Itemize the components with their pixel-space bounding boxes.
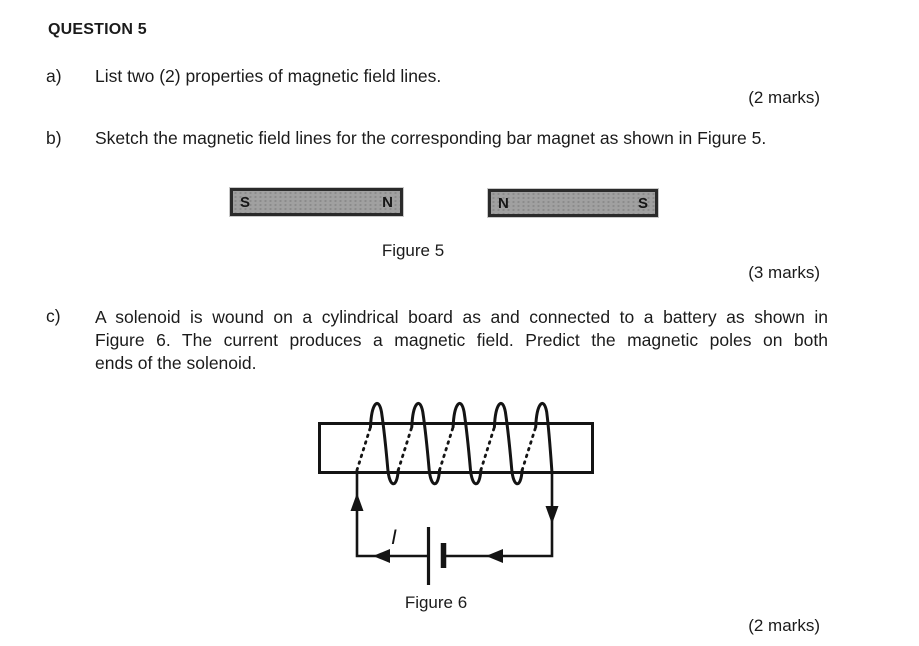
current-arrow-down-icon bbox=[545, 506, 559, 524]
current-label: I bbox=[391, 526, 397, 549]
part-c-text: A solenoid is wound on a cylindrical boa… bbox=[95, 306, 828, 375]
part-a-label: a) bbox=[46, 66, 62, 86]
part-a-text: List two (2) properties of magnetic fiel… bbox=[95, 66, 442, 86]
pole-label-n: N bbox=[382, 193, 393, 211]
part-c-line-2: Figure 6. The current produces a magneti… bbox=[95, 330, 828, 350]
bar-magnet-left: S N bbox=[230, 188, 403, 216]
solenoid-diagram: I bbox=[318, 401, 594, 585]
current-arrow-left-1-icon bbox=[373, 549, 390, 563]
part-c-label: c) bbox=[46, 306, 61, 326]
part-b-marks: (3 marks) bbox=[748, 263, 820, 282]
part-c-line-1: A solenoid is wound on a cylindrical boa… bbox=[95, 307, 828, 327]
pole-label-n: N bbox=[498, 194, 509, 212]
coil-front bbox=[369, 401, 554, 486]
figure6-caption: Figure 6 bbox=[404, 593, 468, 612]
part-c-marks: (2 marks) bbox=[748, 616, 820, 635]
part-c-line-3: ends of the solenoid. bbox=[95, 353, 257, 373]
coil-back-dotted bbox=[355, 425, 538, 472]
board-rect bbox=[318, 422, 594, 474]
part-b-label: b) bbox=[46, 128, 62, 148]
pole-label-s: S bbox=[637, 194, 648, 212]
page-title: QUESTION 5 bbox=[48, 21, 147, 38]
bar-magnet-right: N S bbox=[488, 189, 658, 217]
part-a-marks: (2 marks) bbox=[748, 88, 820, 107]
current-arrow-left-2-icon bbox=[486, 549, 503, 563]
figure5-caption: Figure 5 bbox=[381, 241, 445, 260]
current-arrow-up-icon bbox=[350, 493, 364, 511]
part-b-text: Sketch the magnetic field lines for the … bbox=[95, 128, 767, 148]
pole-label-s: S bbox=[240, 193, 251, 211]
right-wire bbox=[445, 473, 554, 558]
